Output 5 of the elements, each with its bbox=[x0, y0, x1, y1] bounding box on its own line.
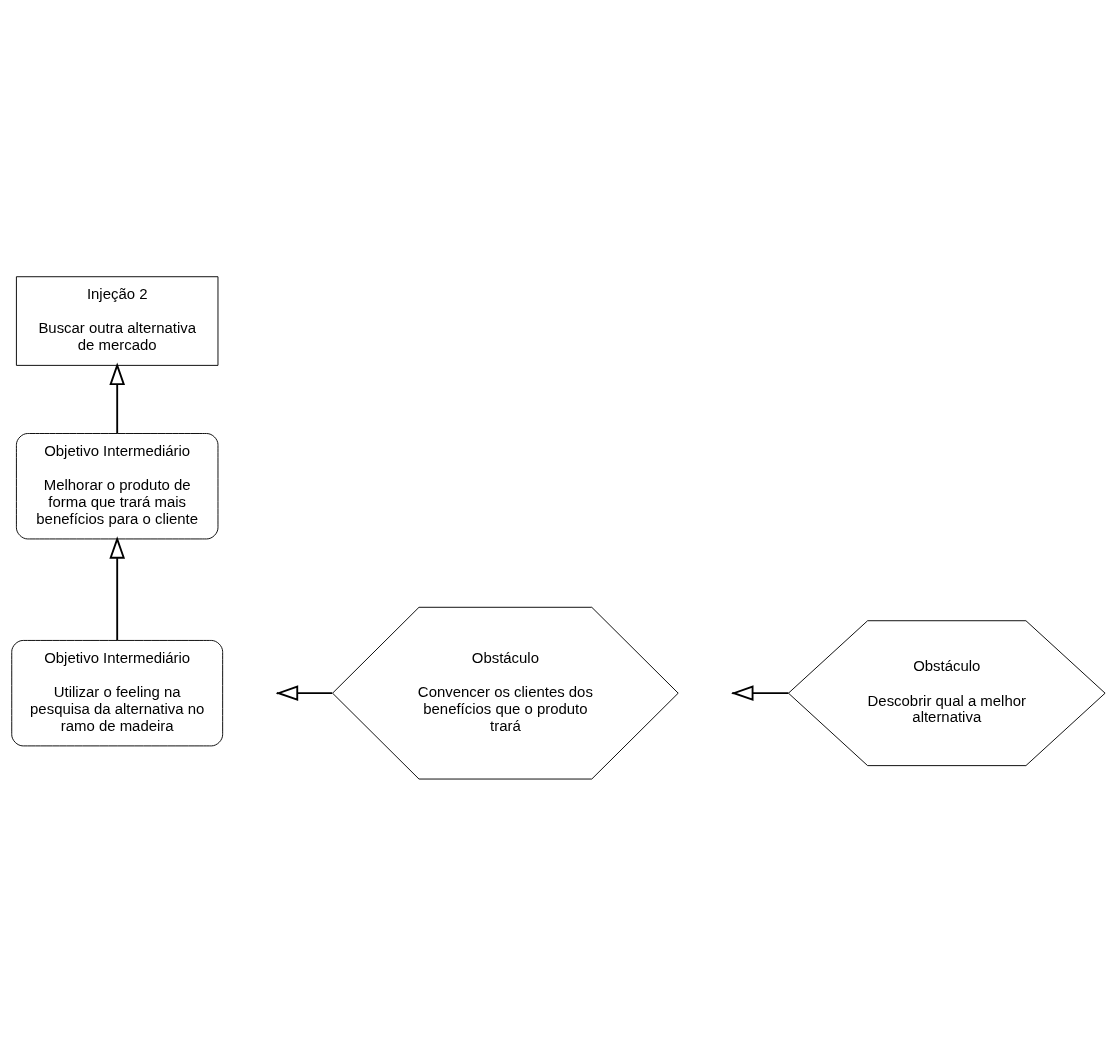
node-box: Objetivo Intermediário Utilizar o feeling na pesquisa da alternativa no ramo de madeira bbox=[11, 639, 224, 746]
node-box: Objetivo Intermediário Melhorar o produto de forma que trará mais benefícios para o cliente bbox=[15, 432, 219, 539]
arrow bbox=[109, 535, 126, 641]
node-box: Injeção 2 Buscar outra alternativa de mercado bbox=[15, 275, 219, 366]
arrow bbox=[109, 362, 126, 434]
